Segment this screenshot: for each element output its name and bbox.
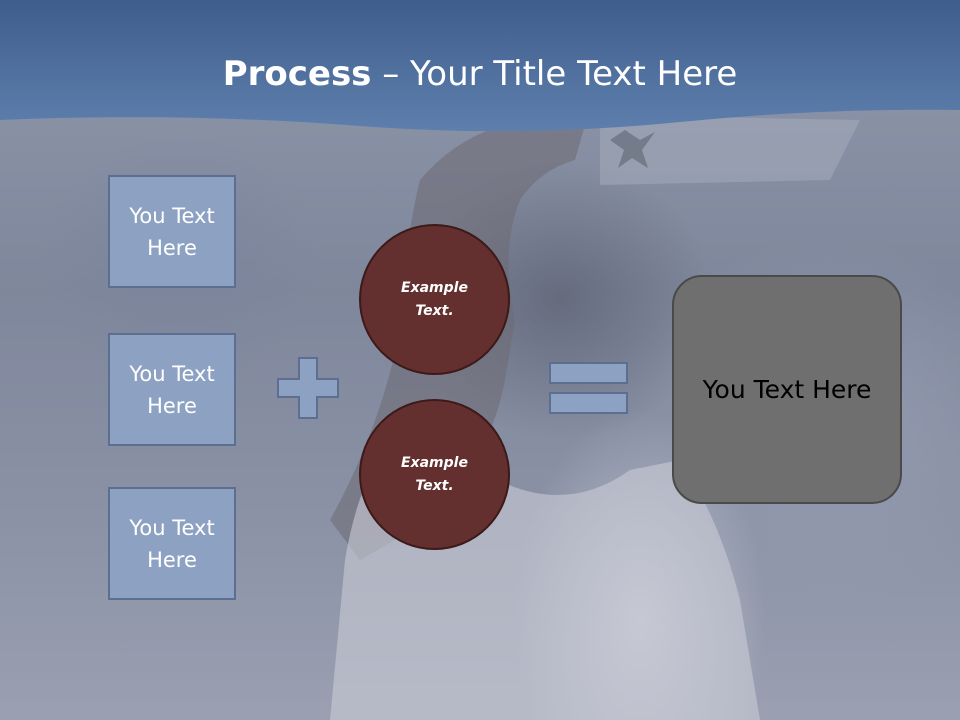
input-box-2[interactable]: You Text Here	[108, 333, 236, 446]
input-box-label: You Text Here	[129, 515, 215, 572]
result-label: You Text Here	[702, 375, 872, 404]
input-box-label: You Text Here	[129, 361, 215, 418]
example-circle-label: Example Text.	[401, 279, 468, 319]
plus-icon	[277, 357, 339, 419]
page-title: Process – Your Title Text Here	[0, 52, 960, 96]
title-rest: – Your Title Text Here	[371, 54, 738, 94]
input-box-1[interactable]: You Text Here	[108, 175, 236, 288]
header-band	[0, 0, 960, 132]
result-box[interactable]: You Text Here	[672, 275, 902, 504]
example-circle-label: Example Text.	[401, 454, 468, 494]
input-box-3[interactable]: You Text Here	[108, 487, 236, 600]
input-box-label: You Text Here	[129, 203, 215, 260]
example-circle-1[interactable]: Example Text.	[359, 224, 510, 375]
example-circle-2[interactable]: Example Text.	[359, 399, 510, 550]
equals-icon	[549, 362, 628, 414]
title-bold: Process	[222, 54, 372, 94]
